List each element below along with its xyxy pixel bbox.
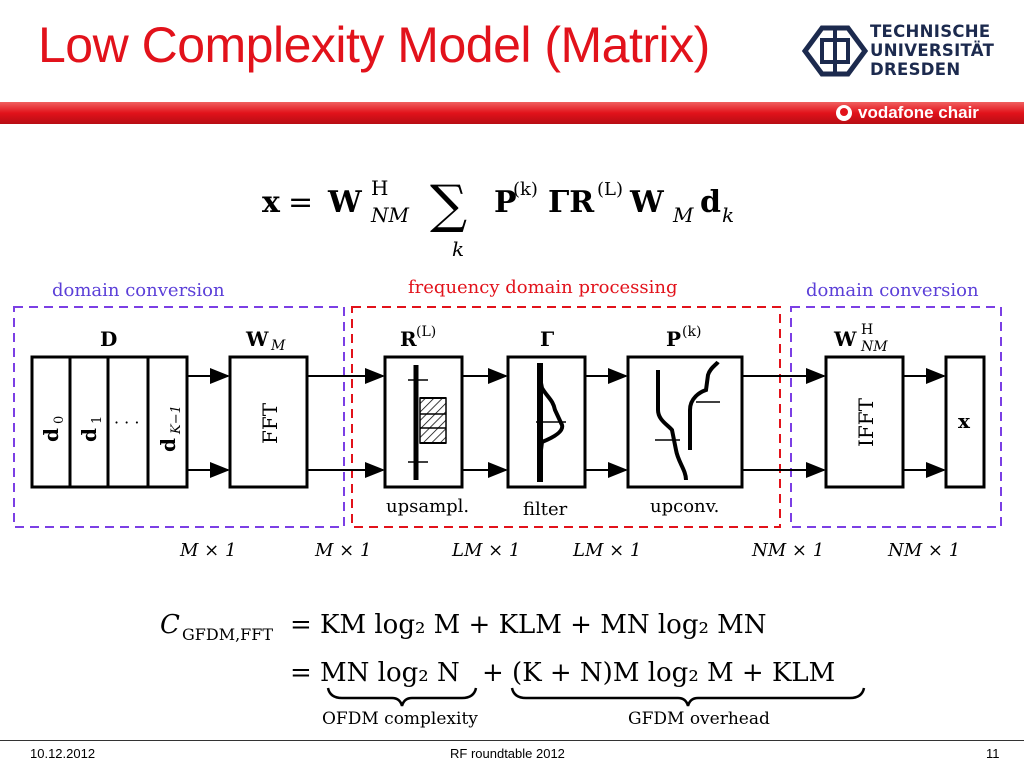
d-cell-last-sub: K−1 xyxy=(169,405,184,435)
d-cell-0-sub: 0 xyxy=(52,416,67,424)
d-cell-0: d xyxy=(39,428,63,442)
eq-wm-sub: M xyxy=(672,203,694,227)
dim-label-5: NM × 1 xyxy=(751,540,824,561)
vodafone-chair-label: vodafone chair xyxy=(836,103,1006,122)
vodafone-text: vodafone chair xyxy=(858,103,979,122)
tu-logo-icon xyxy=(801,25,869,77)
brace-label-gfdm: GFDM overhead xyxy=(628,709,770,729)
heading-wnm-sup: H xyxy=(861,322,873,338)
d-cell-1-sub: 1 xyxy=(90,416,105,424)
dim-label-2: M × 1 xyxy=(314,540,371,561)
eq-x: x xyxy=(262,185,281,220)
middle-section-label: frequency domain processing xyxy=(408,277,678,298)
heading-gamma: Γ xyxy=(540,327,554,351)
brace-label-ofdm: OFDM complexity xyxy=(322,709,478,729)
eq-d-sub: k xyxy=(722,203,734,227)
caption-filter: filter xyxy=(523,499,568,520)
ofdm-brace xyxy=(326,687,478,707)
eq-sum-index: k xyxy=(452,237,464,261)
ifft-label: IFFT xyxy=(854,397,878,447)
complexity-sub: GFDM,FFT xyxy=(182,625,273,644)
eq-wm: W xyxy=(629,185,665,220)
filter-block xyxy=(506,355,587,489)
eq-gamma: ΓR xyxy=(548,185,595,220)
frequency-processing-box xyxy=(351,306,781,528)
caption-upsampl: upsampl. xyxy=(386,496,469,517)
gfdm-diagram: x = W H NM ∑ k P (k) ΓR (L) W M d k doma… xyxy=(13,175,1002,729)
d-cell-1: d xyxy=(77,428,101,442)
heading-d: D xyxy=(100,327,117,351)
eq-d: d xyxy=(700,185,721,220)
logo-line-1: TECHNISCHE xyxy=(870,22,991,41)
d-cell-dots: · · · xyxy=(114,413,139,432)
complexity-line2b: + (K + N)M log₂ M + KLM xyxy=(482,658,835,688)
eq-p: P xyxy=(494,185,517,220)
right-section-label: domain conversion xyxy=(806,280,979,301)
heading-wm-sub: M xyxy=(270,338,286,354)
dim-label-3: LM × 1 xyxy=(451,540,520,561)
heading-r-sup: (L) xyxy=(416,324,436,340)
output-x-label: x xyxy=(958,409,971,433)
fft-block xyxy=(228,355,309,489)
tu-logo-text: TECHNISCHE UNIVERSITÄT DRESDEN xyxy=(870,22,994,79)
tu-dresden-logo xyxy=(801,25,869,77)
heading-wm: W xyxy=(245,327,269,351)
dim-label-6: NM × 1 xyxy=(887,540,960,561)
eq-sum: ∑ xyxy=(430,175,467,235)
footer-divider xyxy=(0,740,1024,741)
complexity-line2a: = MN log₂ N xyxy=(290,658,460,688)
left-domain-box xyxy=(13,306,345,528)
heading-r: R xyxy=(400,327,417,351)
footer-page-number: 11 xyxy=(986,746,1000,761)
fft-label: FFT xyxy=(258,402,282,444)
left-section-label: domain conversion xyxy=(52,280,225,301)
eq-w-sub: NM xyxy=(370,203,410,227)
eq-w-sup: H xyxy=(371,176,388,200)
signal-arrows xyxy=(187,368,946,478)
dim-label-1: M × 1 xyxy=(179,540,236,561)
heading-p: P xyxy=(666,327,681,351)
right-domain-box xyxy=(790,306,1002,528)
slide-title: Low Complexity Model (Matrix) xyxy=(38,17,710,73)
upconversion-block xyxy=(626,355,744,489)
gfdm-brace xyxy=(510,687,866,707)
dim-label-4: LM × 1 xyxy=(572,540,641,561)
heading-wnm: W xyxy=(833,327,857,351)
eq-equals: = xyxy=(288,185,313,220)
complexity-line1: = KM log₂ M + KLM + MN log₂ MN xyxy=(290,610,767,640)
ifft-block xyxy=(824,355,905,489)
footer-event: RF roundtable 2012 xyxy=(450,746,565,761)
d-block xyxy=(30,355,189,489)
eq-r-sup: (L) xyxy=(597,179,623,200)
underbraces xyxy=(326,687,866,707)
red-banner xyxy=(0,102,1024,124)
footer-date: 10.12.2012 xyxy=(30,746,96,761)
complexity-c: C xyxy=(160,610,180,640)
vodafone-logo-icon xyxy=(836,105,852,121)
heading-p-sup: (k) xyxy=(682,324,701,340)
logo-line-2: UNIVERSITÄT xyxy=(870,41,995,60)
caption-upconv: upconv. xyxy=(650,496,719,517)
eq-w: W xyxy=(327,185,363,220)
eq-p-sup: (k) xyxy=(513,179,538,200)
logo-line-3: DRESDEN xyxy=(870,60,961,79)
output-x-block xyxy=(944,355,986,489)
heading-wnm-sub: NM xyxy=(860,339,888,355)
top-equation: x = W H NM ∑ k P (k) ΓR (L) W M d k xyxy=(262,175,734,261)
d-cell-last: d xyxy=(156,438,180,452)
upsampling-block xyxy=(383,355,464,489)
complexity-equation: C GFDM,FFT = KM log₂ M + KLM + MN log₂ M… xyxy=(160,610,835,688)
